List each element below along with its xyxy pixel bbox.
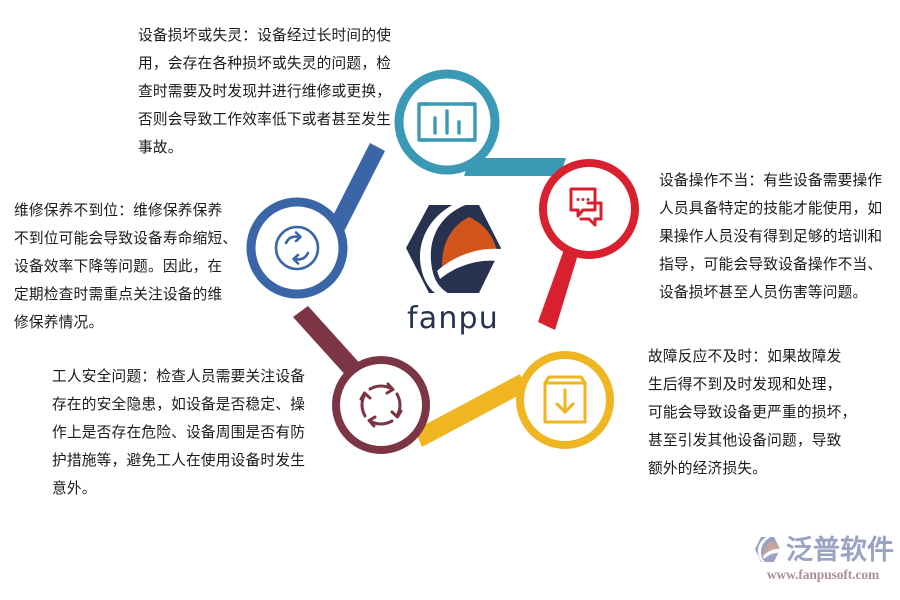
logo-separator-white [437,248,501,279]
node-damage[interactable] [394,69,500,175]
text-block-response: 故障反应不及时：如果故障发 生后得不到及时发现和处理， 可能会导致设备更严重的损… [648,348,857,477]
chat-bubbles-icon [569,187,603,227]
fanpu-logo-mark [406,201,501,297]
node-maintenance-ring[interactable] [246,197,348,299]
sync-refresh-icon [274,225,320,271]
text-block-damage: 设备损坏或失灵：设备经过长时间的使 用，会存在各种损坏或失灵的问题，检 查时需要… [138,27,392,156]
node-misuse[interactable] [539,159,639,259]
brand-wordmark: fanpu [406,301,499,336]
recycle-arrows-icon [359,382,403,428]
box-download-icon [543,375,587,424]
text-block-safety: 工人安全问题：检查人员需要关注设备 存在的安全隐患，如设备是否稳定、操 作上是否… [52,368,306,497]
watermark-logo-icon [755,536,781,564]
logo-swoosh-white [419,201,471,297]
text-block-misuse: 设备操作不当：有些设备需要操作 人员具备特定的技能才能使用，如 果操作人员没有得… [659,172,883,301]
watermark-url: www.fanpusoft.com [766,567,880,582]
connector-tail-response [415,374,527,447]
text-block-maintenance: 维修保养不到位：维修保养保养 不到位可能会导致设备寿命缩短、 设备效率下降等问题… [14,202,238,331]
node-maintenance[interactable] [246,197,348,299]
bar-chart-icon [417,102,477,142]
watermark: 泛普软件 www.fanpusoft.com [752,536,894,594]
node-response[interactable] [516,351,614,449]
node-safety[interactable] [332,356,430,454]
brand-logo: fanpu [393,201,513,336]
node-safety-ring[interactable] [332,356,430,454]
watermark-company-name: 泛普软件 [786,534,894,566]
watermark-row: 泛普软件 [752,536,894,564]
